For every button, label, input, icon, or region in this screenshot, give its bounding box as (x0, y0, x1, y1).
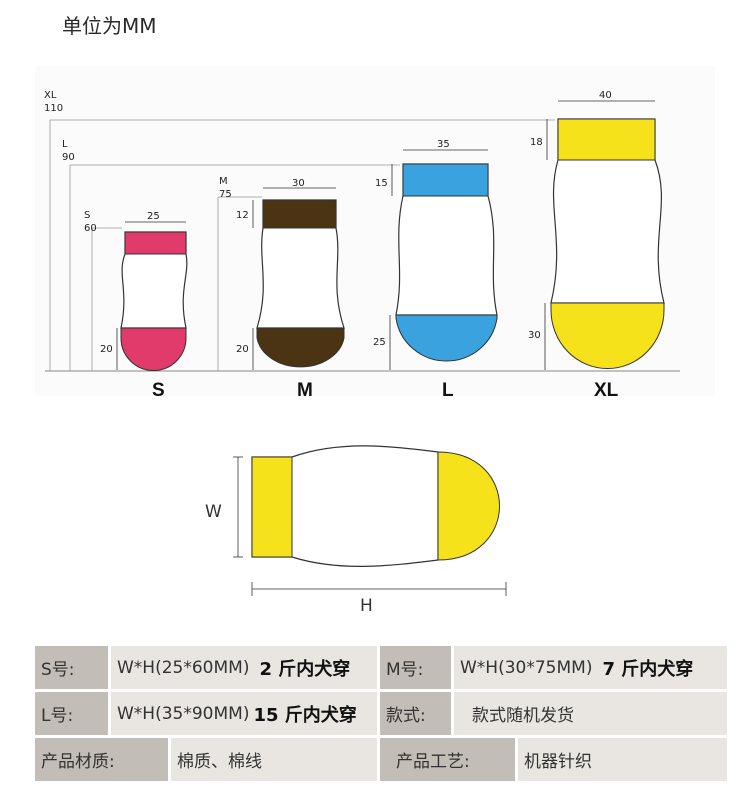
m-height-label: M (219, 176, 228, 187)
flat-height-label: H (360, 596, 373, 616)
l-bottom-dim: 25 (373, 337, 386, 348)
xl-top-dim: 40 (599, 90, 612, 101)
spec-value-style: 款式随机发货 (454, 692, 727, 735)
xl-bottom-dim: 30 (528, 330, 541, 341)
xl-cuff-dim: 18 (530, 137, 543, 148)
size-diagram: XL 110 L 90 S 60 M 75 25 20 S 30 12 20 M… (44, 90, 680, 616)
sock-s: 25 20 (100, 211, 188, 371)
spec-key-material: 产品材质: (35, 738, 168, 781)
size-label-l: L (442, 380, 454, 401)
spec-value-l: W*H(35*90MM) 15 斤内犬穿 (111, 692, 377, 735)
s-bottom-dim: 20 (100, 344, 113, 355)
spec-value-m: W*H(30*75MM) 7 斤内犬穿 (454, 646, 727, 689)
l-height-value: 90 (62, 152, 75, 163)
s-height-value: 60 (84, 223, 97, 234)
s-height-label: S (84, 210, 90, 221)
spec-key-s: S号: (35, 646, 108, 689)
size-label-xl: XL (594, 380, 619, 401)
size-label-s: S (152, 380, 165, 401)
spec-row: 产品材质: 棉质、棉线 产品工艺: 机器针织 (35, 738, 727, 781)
spec-table: S号: W*H(25*60MM) 2 斤内犬穿 M号: W*H(30*75MM)… (35, 646, 727, 784)
page-title: 单位为MM (62, 14, 157, 38)
xl-height-label: XL (44, 90, 57, 101)
sock-m: 30 12 20 (236, 178, 345, 370)
flat-width-label: W (205, 502, 222, 522)
sock-l: 35 15 25 (373, 139, 498, 370)
m-cuff-dim: 12 (236, 210, 249, 221)
spec-value-l-dim: W*H(35*90MM) (117, 703, 250, 724)
spec-value-craft: 机器针织 (518, 738, 727, 781)
m-bottom-dim: 20 (236, 344, 249, 355)
spec-value-s-dim: W*H(25*60MM) (117, 657, 250, 678)
spec-value-l-weight: 15 斤内犬穿 (253, 704, 357, 726)
spec-row: L号: W*H(35*90MM) 15 斤内犬穿 款式: 款式随机发货 (35, 692, 727, 735)
xl-height-value: 110 (44, 103, 63, 114)
spec-value-s: W*H(25*60MM) 2 斤内犬穿 (111, 646, 377, 689)
spec-key-style: 款式: (380, 692, 451, 735)
spec-key-m: M号: (380, 646, 451, 689)
spec-value-s-weight: 2 斤内犬穿 (259, 658, 351, 680)
height-guides (49, 119, 555, 371)
l-height-label: L (62, 139, 68, 150)
l-cuff-dim: 15 (375, 178, 388, 189)
s-top-dim: 25 (147, 211, 160, 222)
spec-value-material: 棉质、棉线 (171, 738, 377, 781)
size-label-m: M (297, 380, 313, 401)
spec-row: S号: W*H(25*60MM) 2 斤内犬穿 M号: W*H(30*75MM)… (35, 646, 727, 689)
spec-value-m-weight: 7 斤内犬穿 (602, 658, 694, 680)
m-top-dim: 30 (292, 178, 305, 189)
sock-xl: 40 18 30 (528, 90, 665, 370)
spec-value-m-dim: W*H(30*75MM) (460, 657, 593, 678)
flat-sock-diagram: W H (205, 445, 507, 616)
m-height-value: 75 (219, 189, 232, 200)
l-top-dim: 35 (437, 139, 450, 150)
spec-key-craft: 产品工艺: (380, 738, 515, 781)
spec-key-l: L号: (35, 692, 108, 735)
